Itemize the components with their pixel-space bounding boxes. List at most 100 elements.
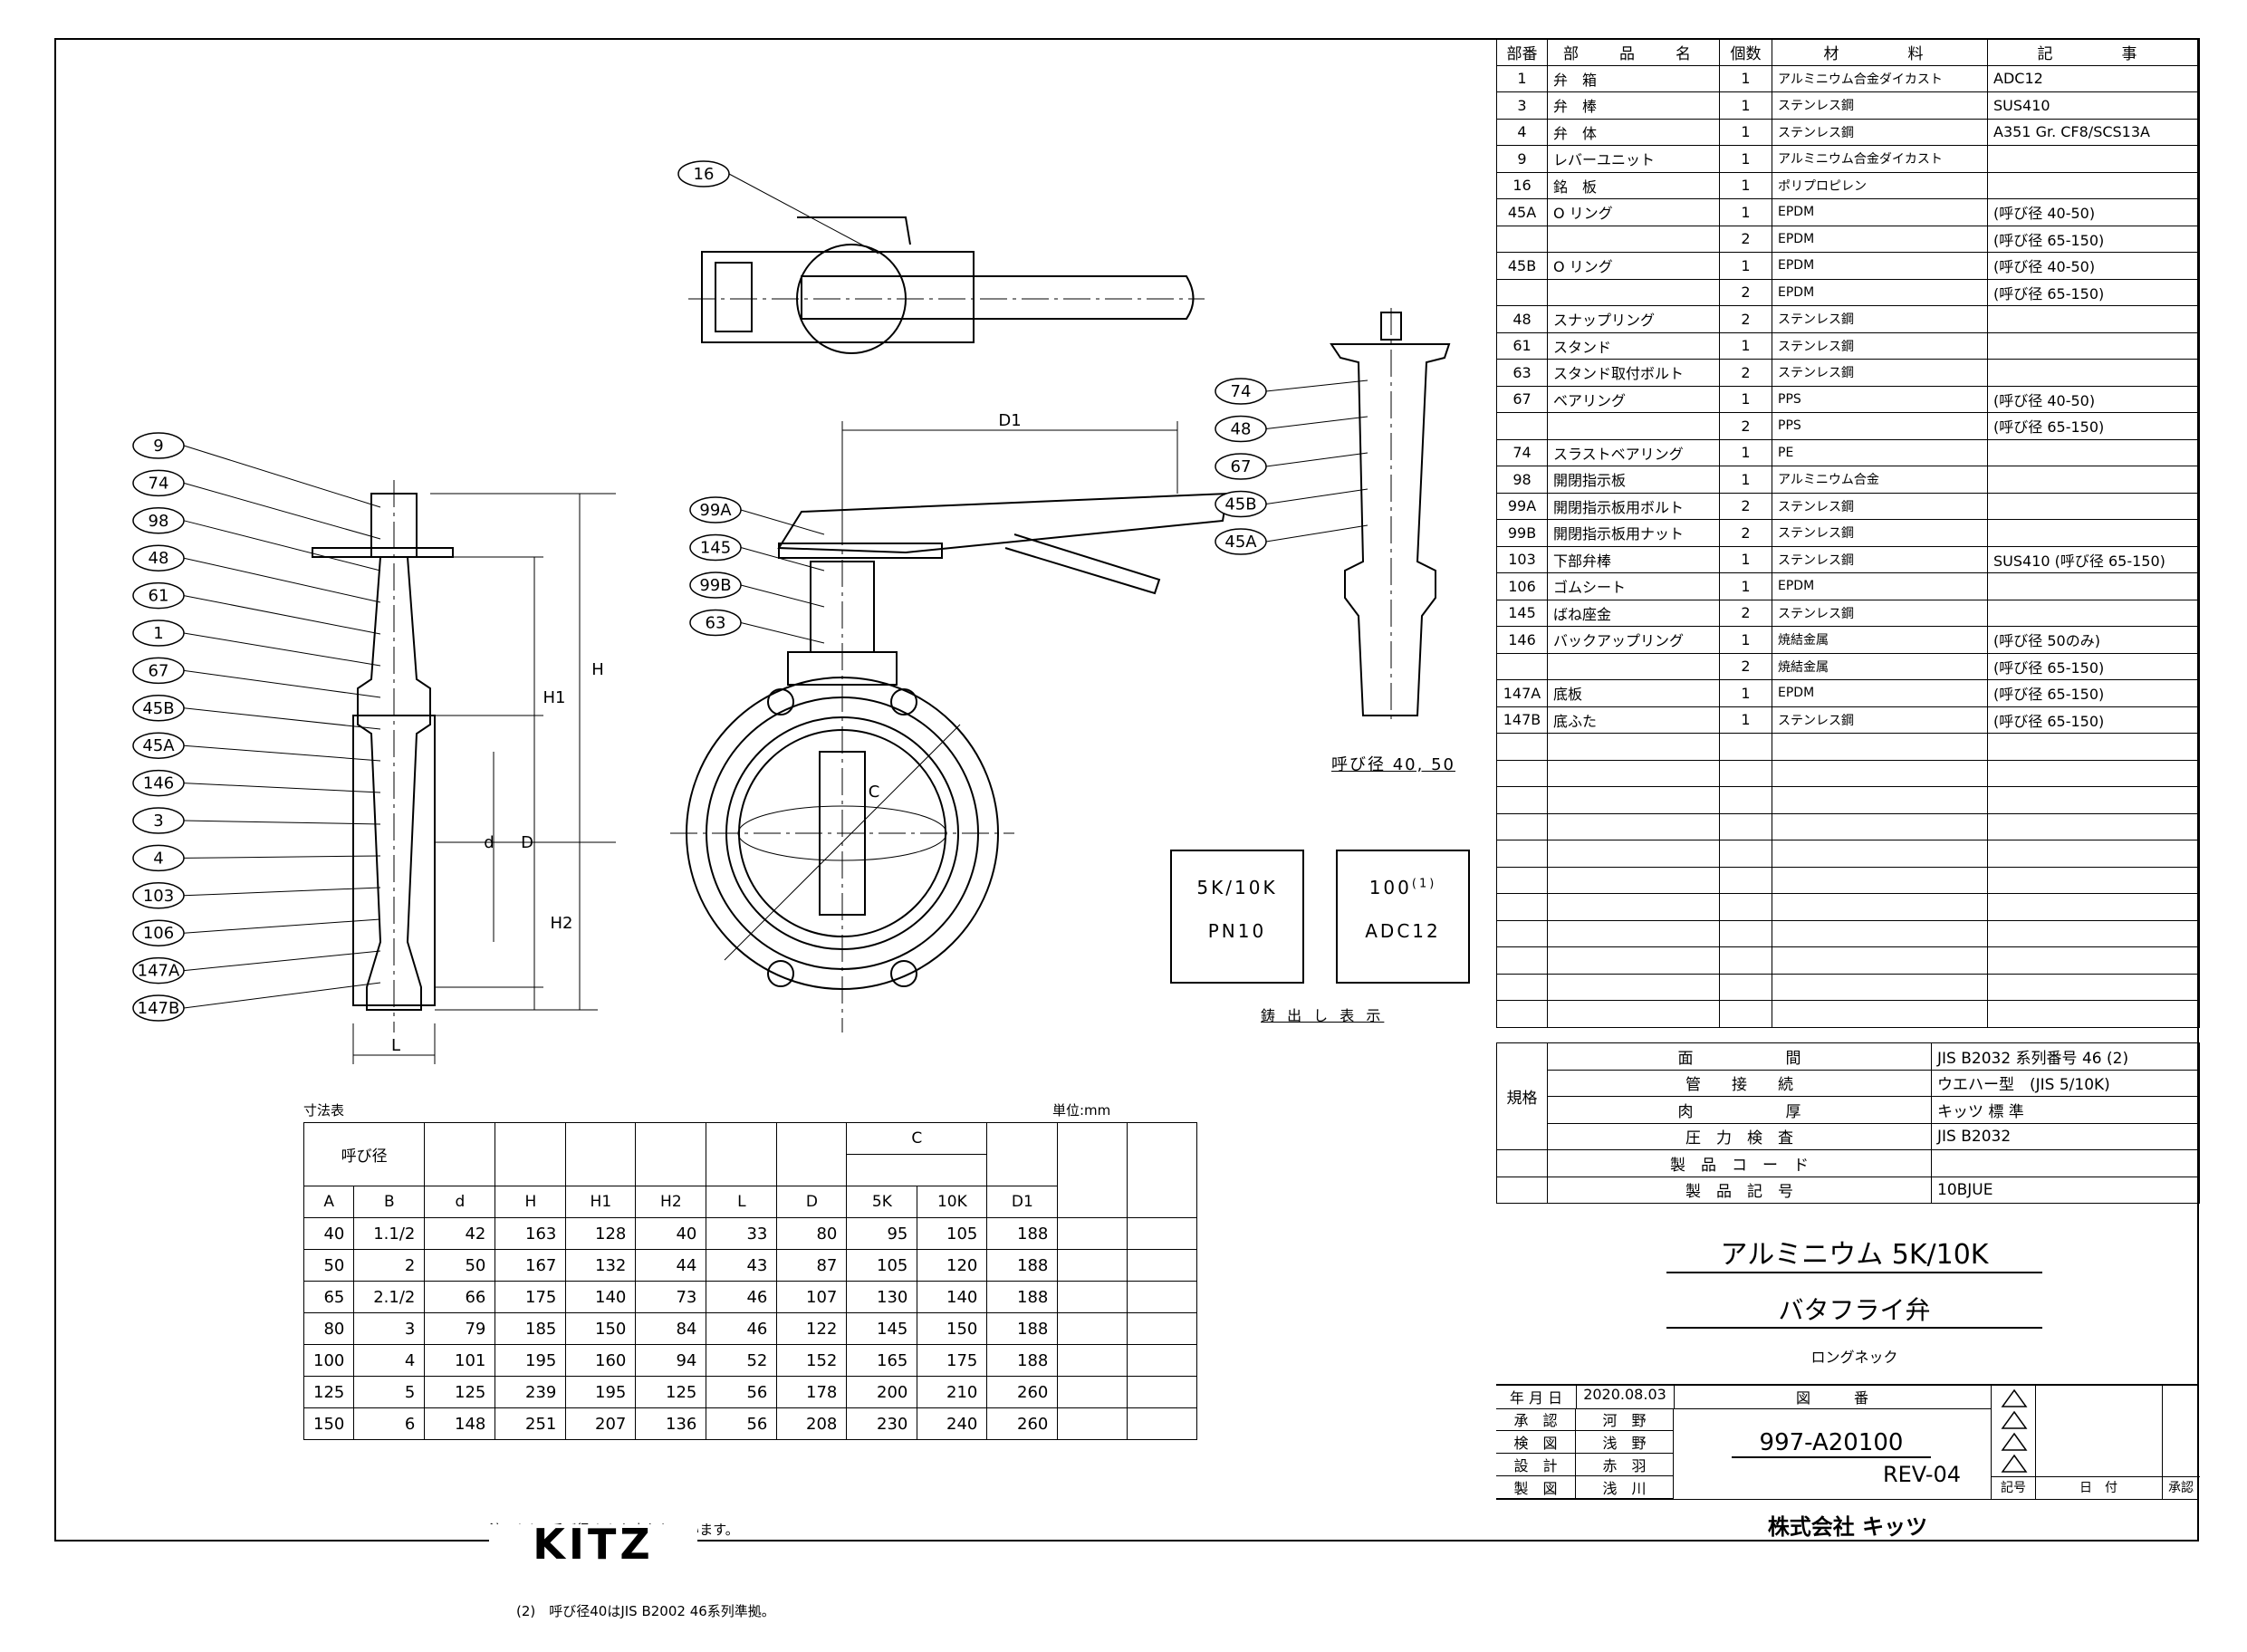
dim-cell: 101	[424, 1344, 496, 1377]
callout-48: 48	[149, 549, 169, 568]
spec-row: 肉 厚キッツ 標 準	[1497, 1096, 2200, 1124]
parts-cell-name: ばね座金	[1547, 599, 1720, 627]
parts-empty-row	[1496, 866, 2200, 894]
dim-cell: 167	[495, 1249, 567, 1282]
callout-45B: 45B	[142, 699, 174, 718]
callout-bubble	[132, 695, 185, 722]
dim-cell: 66	[424, 1281, 496, 1313]
parts-cell-material: 焼結金属	[1772, 626, 1988, 654]
parts-cell-no: 147B	[1496, 706, 1548, 734]
callout-bubble	[132, 994, 185, 1022]
dim-cell: 150	[917, 1312, 988, 1345]
callout-98: 98	[149, 512, 169, 531]
dim-cell: 188	[986, 1312, 1059, 1345]
parts-cell-name: 開閉指示板用ボルト	[1547, 492, 1720, 520]
parts-cell-name: ゴムシート	[1547, 572, 1720, 600]
parts-cell-material: ステンレス鋼	[1772, 599, 1988, 627]
dim-cell: 165	[846, 1344, 918, 1377]
parts-empty-row	[1496, 786, 2200, 814]
revision-triangles	[2001, 1388, 2028, 1473]
parts-cell-qty: 2	[1719, 305, 1772, 333]
cast-mark-material: ADC12	[1365, 920, 1441, 942]
callout-67: 67	[1231, 457, 1252, 476]
parts-cell-material: ステンレス鋼	[1772, 706, 1988, 734]
dim-cell: 128	[565, 1217, 637, 1250]
dim-header-5K: 5K	[846, 1186, 918, 1218]
spec-value: 10BJUE	[1931, 1176, 2200, 1204]
dim-cell: 107	[776, 1281, 848, 1313]
parts-cell-qty: 2	[1719, 225, 1772, 253]
parts-cell-no: 147A	[1496, 679, 1548, 707]
dim-cell: 175	[495, 1281, 567, 1313]
dim-cell: 40	[302, 1217, 355, 1250]
parts-cell-remark	[1987, 492, 2200, 520]
spec-value: ウエハー型 (JIS 5/10K)	[1931, 1069, 2200, 1097]
callout-bubble	[132, 956, 185, 984]
callout-67: 67	[149, 661, 169, 680]
parts-cell-qty: 1	[1719, 331, 1772, 360]
parts-cell-name: スタンド取付ボルト	[1547, 359, 1720, 387]
parts-cell-name: O リング	[1547, 198, 1720, 226]
dim-cell: 122	[776, 1312, 848, 1345]
dim-cell: 152	[776, 1344, 848, 1377]
callout-bubble	[132, 807, 185, 834]
parts-empty-row	[1496, 812, 2200, 840]
callout-bubble	[1215, 528, 1267, 555]
dim-cell: 239	[495, 1376, 567, 1408]
detail-caption: 呼び径 40, 50	[1331, 755, 1455, 774]
signoff-row: 設 計赤 羽	[1496, 1454, 1674, 1476]
spec-item: 管 接 続	[1547, 1069, 1932, 1097]
callout-bubble	[132, 844, 185, 872]
dim-cell: 5	[353, 1376, 426, 1408]
dim-cell: 3	[353, 1312, 426, 1345]
parts-cell-qty: 1	[1719, 385, 1772, 413]
dim-header-d: d	[424, 1186, 496, 1218]
title-line-2: バタフライ弁	[1666, 1291, 2042, 1329]
cast-mark-box-2: 100(1) ADC12	[1336, 850, 1470, 984]
dim-D1: D1	[998, 411, 1021, 430]
parts-cell-qty: 1	[1719, 252, 1772, 280]
parts-cell-remark: A351 Gr. CF8/SCS13A	[1987, 118, 2200, 146]
callout-bubble	[1215, 490, 1267, 518]
callout-4: 4	[153, 849, 163, 868]
parts-cell-material: ステンレス鋼	[1772, 118, 1988, 146]
parts-cell-qty: 2	[1719, 492, 1772, 520]
cast-mark-pn: PN10	[1207, 920, 1267, 942]
parts-cell-qty: 2	[1719, 652, 1772, 680]
parts-cell-no: 63	[1496, 359, 1548, 387]
spec-item: 面 間	[1547, 1042, 1932, 1071]
dim-cell: 260	[986, 1376, 1059, 1408]
dim-cell: 105	[917, 1217, 988, 1250]
dim-cell: 65	[302, 1281, 355, 1313]
callout-45B: 45B	[1224, 495, 1256, 514]
dim-cell: 163	[495, 1217, 567, 1250]
dim-cell: 120	[917, 1249, 988, 1282]
parts-cell-material: アルミニウム合金ダイカスト	[1772, 64, 1988, 92]
dim-cell: 210	[917, 1376, 988, 1408]
parts-cell-remark: (呼び径 40-50)	[1987, 385, 2200, 413]
dim-cell: 230	[846, 1407, 918, 1440]
parts-cell-no: 9	[1496, 145, 1548, 173]
parts-cell-qty: 1	[1719, 545, 1772, 573]
parts-cell-material: ステンレス鋼	[1772, 91, 1988, 120]
dim-cell: 150	[302, 1407, 355, 1440]
parts-cell-no: 3	[1496, 91, 1548, 120]
parts-cell-qty: 2	[1719, 599, 1772, 627]
side-view	[312, 480, 616, 1064]
dim-table-caption: 寸法表	[303, 1102, 345, 1119]
parts-empty-row	[1496, 1000, 2200, 1028]
parts-cell-name: スラストベアリング	[1547, 438, 1720, 466]
dim-cell: 251	[495, 1407, 567, 1440]
callout-147B: 147B	[138, 999, 180, 1018]
cast-mark-caption: 鋳 出 し 表 示	[1261, 1007, 1385, 1024]
parts-empty-row	[1496, 759, 2200, 787]
